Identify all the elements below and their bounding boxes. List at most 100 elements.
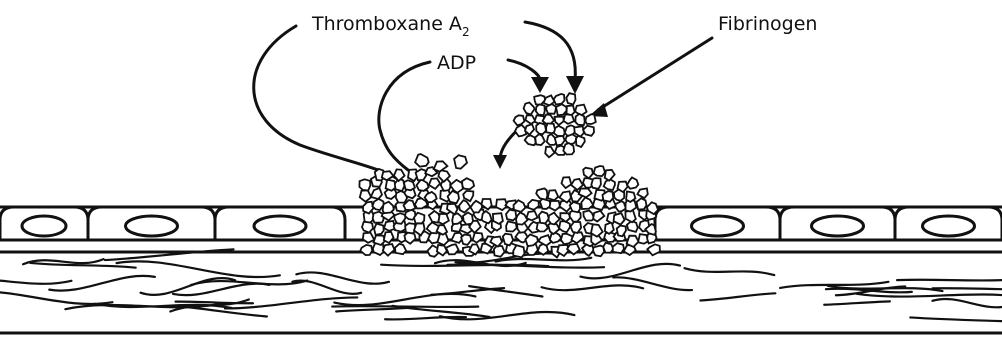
connective-tissue-fibers bbox=[0, 249, 1002, 324]
platelet bbox=[554, 94, 565, 105]
endothelial-nucleus bbox=[126, 216, 178, 236]
platelet bbox=[626, 191, 635, 202]
platelet bbox=[555, 136, 565, 145]
collagen-fiber bbox=[910, 317, 1002, 323]
platelet bbox=[566, 93, 575, 104]
platelet bbox=[383, 202, 394, 214]
platelet bbox=[493, 213, 503, 224]
label-fibrinogen: Fibrinogen bbox=[718, 13, 817, 35]
platelet bbox=[395, 244, 406, 254]
platelet bbox=[593, 211, 604, 222]
platelet bbox=[503, 234, 513, 246]
platelet bbox=[524, 103, 535, 115]
platelet bbox=[627, 177, 638, 188]
platelet bbox=[539, 212, 549, 224]
adp-arrowhead bbox=[531, 77, 549, 93]
endothelial-cell bbox=[655, 207, 780, 240]
collagen-fiber bbox=[824, 301, 890, 304]
platelet bbox=[514, 115, 525, 125]
endothelial-nucleus bbox=[923, 216, 975, 236]
platelet bbox=[506, 210, 516, 221]
platelet bbox=[463, 213, 473, 225]
platelet bbox=[616, 201, 627, 211]
platelet bbox=[527, 211, 538, 220]
endothelial-cell bbox=[895, 207, 1002, 240]
platelet bbox=[581, 198, 593, 209]
platelet bbox=[564, 114, 575, 124]
platelet bbox=[583, 168, 593, 179]
collagen-fiber bbox=[0, 279, 71, 284]
platelet bbox=[550, 201, 561, 211]
label-thromboxane: Thromboxane A2 bbox=[311, 13, 470, 39]
platelet bbox=[555, 117, 564, 125]
platelet bbox=[591, 178, 601, 189]
platelet bbox=[565, 134, 576, 144]
platelet bbox=[627, 236, 639, 247]
arrows bbox=[254, 22, 712, 182]
platelet bbox=[583, 126, 594, 136]
platelet bbox=[446, 244, 458, 254]
platelet bbox=[454, 155, 467, 169]
platelet bbox=[359, 179, 370, 190]
thromboxane-arrowhead bbox=[566, 76, 584, 94]
platelet bbox=[637, 188, 647, 198]
platelet bbox=[382, 171, 394, 180]
platelet bbox=[452, 213, 462, 224]
platelet bbox=[535, 134, 545, 145]
endothelial-nucleus bbox=[254, 216, 306, 236]
platelet bbox=[548, 190, 559, 200]
endothelial-nucleus bbox=[22, 216, 66, 236]
platelet bbox=[563, 143, 574, 155]
platelet bbox=[506, 221, 517, 231]
platelet bbox=[525, 124, 534, 135]
platelet bbox=[571, 222, 582, 233]
platelet bbox=[462, 178, 474, 189]
platelet bbox=[414, 213, 424, 224]
collagen-fiber bbox=[332, 306, 478, 307]
platelet bbox=[603, 191, 614, 202]
platelet bbox=[585, 114, 595, 124]
endothelial-cell bbox=[88, 207, 215, 240]
platelet bbox=[574, 126, 584, 136]
platelet bbox=[570, 202, 580, 212]
platelet bbox=[562, 177, 572, 188]
platelet bbox=[536, 123, 546, 134]
endothelial-cell bbox=[780, 207, 895, 240]
platelet bbox=[363, 233, 375, 243]
platelet bbox=[425, 192, 437, 202]
collagen-fiber bbox=[117, 261, 280, 277]
platelet bbox=[536, 188, 547, 199]
platelet bbox=[404, 180, 415, 190]
platelet bbox=[546, 104, 556, 114]
platelet bbox=[415, 154, 429, 167]
collagen-fiber bbox=[613, 277, 692, 290]
platelet bbox=[536, 104, 545, 115]
label-adp: ADP bbox=[437, 52, 476, 74]
platelet bbox=[429, 178, 440, 189]
collagen-fiber bbox=[0, 292, 112, 304]
collagen-fiber bbox=[381, 265, 548, 266]
recruit-arrowhead bbox=[493, 155, 507, 169]
platelet bbox=[461, 235, 471, 245]
fibrinogen-arrow bbox=[598, 38, 712, 110]
platelet bbox=[549, 213, 560, 225]
platelet bbox=[360, 245, 372, 255]
platelet bbox=[591, 224, 603, 236]
platelet bbox=[528, 200, 539, 210]
collagen-fiber bbox=[49, 276, 155, 291]
platelet bbox=[374, 224, 384, 235]
endothelial-cell bbox=[0, 207, 88, 240]
platelet bbox=[383, 244, 395, 256]
collagen-fiber bbox=[542, 285, 643, 290]
platelet-plug bbox=[359, 154, 660, 257]
platelet bbox=[525, 115, 535, 124]
label-thromboxane-text: Thromboxane A bbox=[311, 13, 462, 35]
platelet bbox=[618, 182, 628, 193]
platelet bbox=[459, 200, 470, 212]
collagen-fiber bbox=[700, 293, 775, 300]
platelet bbox=[525, 135, 536, 145]
platelet bbox=[545, 147, 554, 158]
collagen-fiber bbox=[469, 286, 542, 296]
endothelial-cell bbox=[215, 207, 345, 240]
endothelial-nucleus bbox=[692, 216, 744, 236]
